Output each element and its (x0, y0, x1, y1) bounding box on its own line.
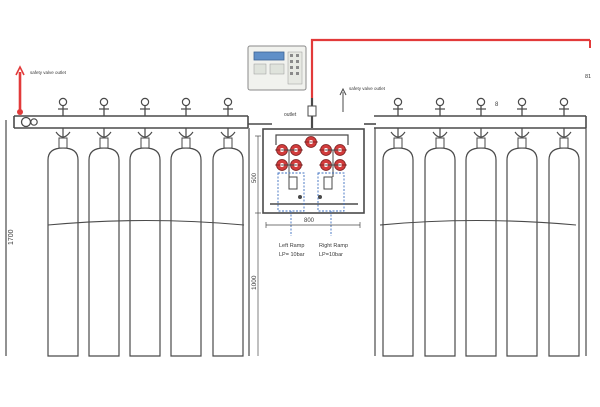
dim-height-total-label: 1700 (8, 229, 15, 245)
left-ramp-label: Left Ramp (279, 243, 304, 249)
left-cylinder-4 (170, 128, 202, 357)
panel-valves (275, 136, 347, 177)
right-cylinder-3 (465, 128, 497, 357)
center-vent-outlet-icon (339, 87, 347, 112)
dim-panel-height-label: 500 (252, 172, 258, 183)
right-retaining-chain (379, 219, 577, 226)
ramp-panel (262, 98, 365, 214)
right-ramp-pressure: LP=10bar (319, 252, 343, 258)
center-vent-label: safety valve outlet (349, 86, 386, 91)
right-cylinder-2 (424, 128, 456, 357)
right-header-valves (390, 97, 572, 138)
left-valve-3 (137, 97, 153, 138)
ramp-zone-markers (277, 172, 345, 236)
right-cylinder-1 (382, 128, 414, 357)
right-cylinder-4 (506, 128, 538, 357)
left-header-manifold (13, 115, 249, 129)
dim-floor-height-label: 1000 (251, 275, 258, 290)
right-cylinder-bank (382, 128, 580, 357)
outlet-label: outlet (284, 112, 297, 118)
left-cylinder-3 (129, 128, 161, 357)
left-valve-1 (55, 97, 71, 138)
right-valve-5 (556, 97, 572, 138)
panel-red-valve-9 (304, 136, 318, 148)
control-panel-icon (247, 45, 307, 91)
right-cylinder-5 (548, 128, 580, 357)
left-vent-outlet-icon (15, 65, 25, 115)
left-cylinder-1 (47, 128, 79, 357)
right-pipe-tag: 8 (495, 102, 499, 108)
left-cylinder-bank (47, 128, 244, 357)
dim-panel-width (265, 222, 361, 228)
left-cylinder-5 (212, 128, 244, 357)
left-retaining-chain (47, 219, 245, 226)
left-valve-5 (220, 97, 236, 138)
right-ramp-label: Right Ramp (319, 243, 348, 249)
left-cylinder-2 (88, 128, 120, 357)
right-edge-tag: 81 (585, 74, 591, 80)
dim-panel-width-label: 800 (304, 218, 315, 224)
left-vent-label: safety valve outlet (30, 70, 67, 75)
panel-internal-piping (282, 149, 340, 177)
right-header-manifold (374, 115, 587, 129)
pressure-regulator-icon (288, 176, 333, 199)
left-ramp-pressure: LP= 10bar (279, 252, 305, 258)
red-supply-pipe (310, 38, 590, 98)
